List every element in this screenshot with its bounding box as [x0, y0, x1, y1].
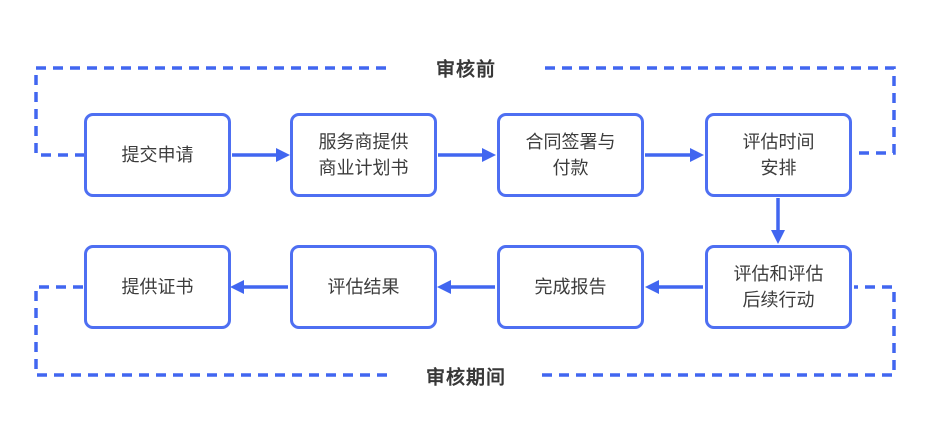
flow-box-label: 评估结果: [327, 277, 400, 297]
flow-box-provide-certificate: 提供证书: [84, 245, 231, 329]
flow-box-label: 合同签署与 付款: [525, 132, 616, 178]
flow-box-assessment-results: 评估结果: [290, 245, 437, 329]
flow-box-label: 评估和评估 后续行动: [733, 264, 824, 310]
flow-box-label: 评估时间 安排: [742, 132, 815, 178]
flow-box-label: 提供证书: [121, 277, 194, 297]
flow-box-provider-business-plan: 服务商提供 商业计划书: [290, 113, 437, 197]
flow-box-assessment-scheduling: 评估时间 安排: [705, 113, 852, 197]
flow-box-contract-signing-payment: 合同签署与 付款: [497, 113, 644, 197]
flow-box-submit-application: 提交申请: [84, 113, 231, 197]
flow-box-label: 完成报告: [534, 277, 607, 297]
flow-box-label: 服务商提供 商业计划书: [318, 132, 409, 178]
flow-box-complete-report: 完成报告: [497, 245, 644, 329]
phase-label-before-review: 审核前: [435, 59, 497, 81]
flow-box-assessment-and-followup: 评估和评估 后续行动: [705, 245, 852, 329]
phase-label-during-review: 审核期间: [425, 367, 507, 389]
flow-box-label: 提交申请: [121, 145, 194, 165]
